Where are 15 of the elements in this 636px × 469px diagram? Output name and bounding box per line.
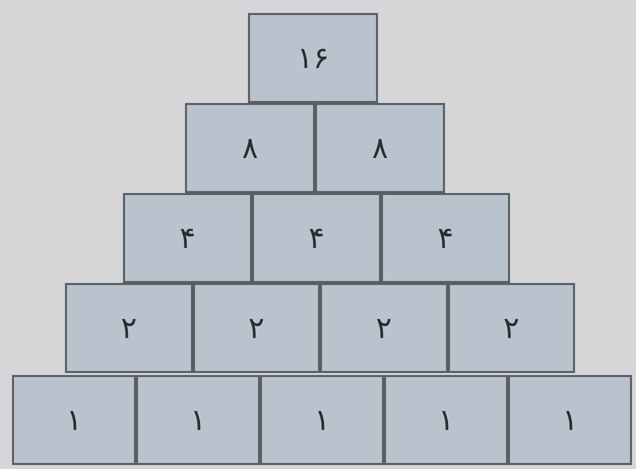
number-box: ۱ (136, 375, 260, 465)
number-box: ۲ (65, 283, 192, 373)
number-box: ۱ (260, 375, 384, 465)
number-box: ۸ (315, 103, 445, 193)
number-box: ۴ (252, 193, 381, 283)
number-box: ۴ (123, 193, 252, 283)
number-box: ۱ (384, 375, 508, 465)
number-box: ۲ (320, 283, 448, 373)
number-box: ۲ (192, 283, 320, 373)
number-box: ۴ (381, 193, 510, 283)
number-box: ۱ (12, 375, 136, 465)
number-box: ۱ (508, 375, 632, 465)
number-box: ۸ (185, 103, 315, 193)
number-box: ۲ (448, 283, 575, 373)
number-box: ۱۶ (248, 13, 378, 103)
